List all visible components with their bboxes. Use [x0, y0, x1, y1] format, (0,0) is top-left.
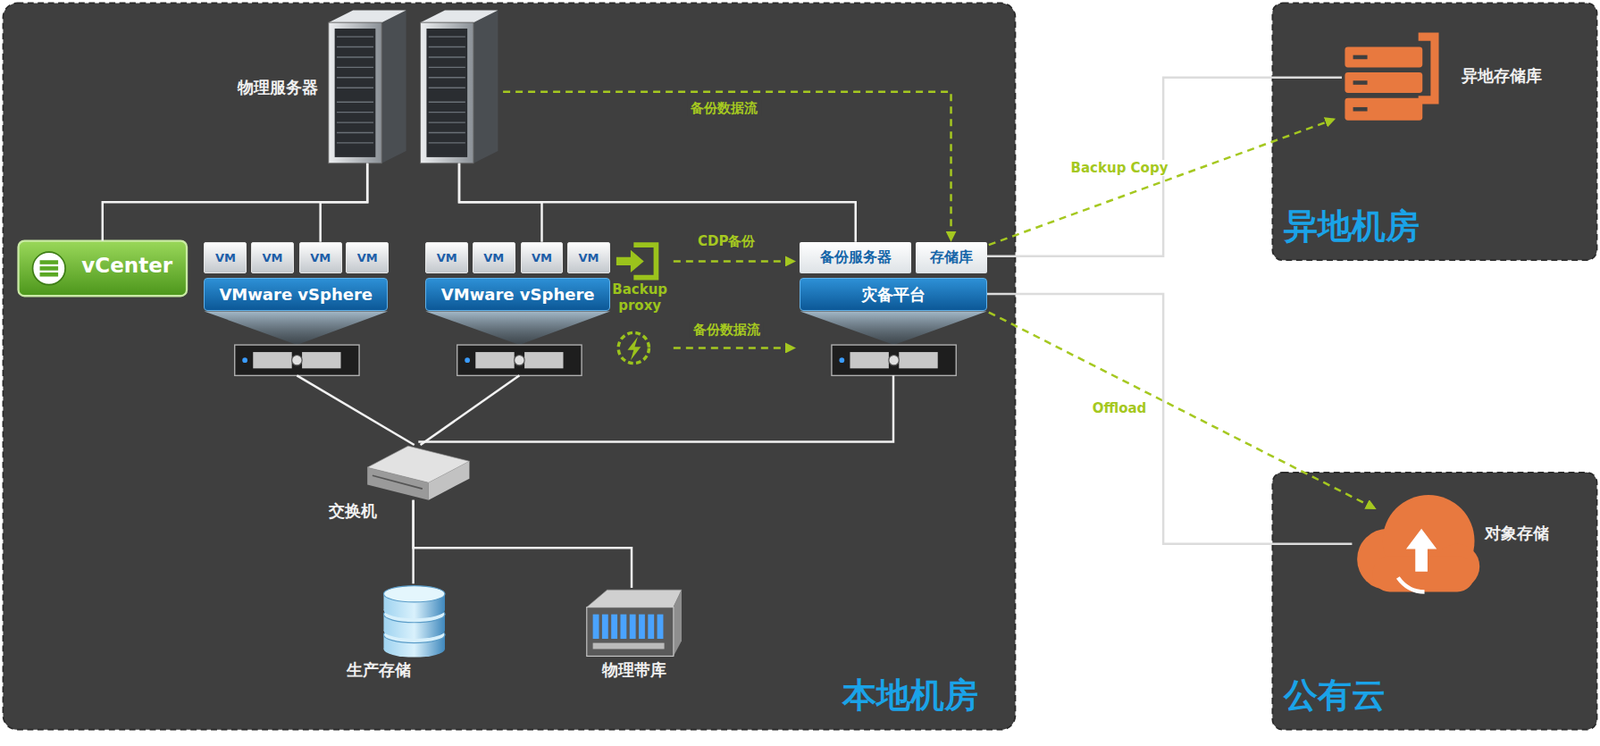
server-rack-icon [328, 9, 499, 163]
node-text: VM [568, 242, 610, 273]
room-panel: 物理服务器vCenterVMVMVMVMVMware vSphereVMVMVM… [2, 2, 1015, 729]
vcenter-box: vCenter [18, 241, 187, 297]
flow-label: CDP备份 [694, 233, 759, 250]
node-label: 异地机房 [1283, 207, 1420, 247]
data-flow-arrow [673, 346, 795, 350]
node-text: 存储库 [915, 242, 988, 274]
hypervisor-bar: VMware vSphere [203, 277, 388, 377]
node-label: vCenter [81, 253, 173, 277]
node-text: VM [204, 242, 246, 273]
network-link [987, 293, 1353, 545]
node-text: VM [251, 242, 294, 273]
room-panel-bg [2, 2, 1015, 729]
flow-label: Backup Copy [1067, 159, 1173, 176]
cloud-icon [1357, 494, 1480, 593]
network-link [459, 163, 856, 243]
network-link [296, 375, 414, 445]
node-text: VMware vSphere [203, 277, 388, 312]
room-panel: 异地存储库异地机房 [1272, 2, 1597, 260]
node-label: 物理带库 [602, 661, 667, 680]
node-label: 物理服务器 [237, 78, 319, 98]
data-flow-arrow [988, 312, 1375, 509]
backup-server-box: 备份服务器 [799, 242, 912, 274]
data-flow-arrow [673, 259, 795, 263]
flow-label: 备份数据流 [686, 100, 762, 117]
node-label: 交换机 [328, 502, 377, 521]
network-link [418, 375, 894, 442]
backup-proxy: Backup proxy [610, 237, 670, 369]
node-text: VM [521, 242, 563, 273]
vm-box: VM [251, 242, 294, 274]
storage-icon [383, 586, 445, 658]
tape-library: 物理带库 [581, 587, 682, 658]
vm-box: VM [299, 242, 343, 274]
switch: 交换机 [367, 443, 470, 501]
tape-library-icon [586, 589, 682, 656]
node-text: VMware vSphere [425, 277, 611, 312]
vm-box: VM [345, 242, 389, 274]
room-panel-bg [1272, 2, 1597, 260]
node-label: 对象存储 [1484, 524, 1550, 544]
node-text: 灾备平台 [799, 277, 987, 312]
vcenter-icon [18, 241, 187, 297]
node-label: 本地机房 [842, 676, 979, 716]
node-label: 异地存储库 [1461, 67, 1542, 86]
flow-label: Offload [1089, 400, 1151, 417]
host-server-icon [203, 310, 987, 376]
node-label: Backup proxy [605, 282, 673, 314]
repository-box: 存储库 [915, 242, 988, 274]
vm-box: VM [520, 242, 564, 274]
object-storage: 对象存储 [1351, 494, 1477, 594]
data-flow-arrow [502, 92, 951, 241]
network-link [420, 375, 520, 445]
flow-label: 备份数据流 [689, 321, 764, 338]
node-text: 备份服务器 [799, 242, 912, 274]
remote-repository: 异地存储库 [1341, 30, 1441, 123]
vm-box: VM [567, 242, 611, 274]
network-link [413, 500, 632, 588]
data-flow-arrow [988, 119, 1334, 245]
vm-box: VM [472, 242, 516, 274]
platform-bar: 灾备平台 [799, 277, 987, 377]
vm-box: VM [203, 242, 247, 274]
node-text: VM [426, 242, 468, 273]
room-panel-bg [1272, 472, 1597, 730]
room-panel: 对象存储公有云 [1272, 472, 1597, 730]
repository-icon [1344, 33, 1439, 121]
hypervisor-bar: VMware vSphere [425, 277, 611, 377]
node-label: 公有云 [1283, 676, 1386, 716]
node-text: VM [346, 242, 388, 273]
vm-box: VM [425, 242, 469, 274]
physical-server: 物理服务器 [328, 9, 501, 163]
production-storage: 生产存储 [382, 583, 446, 655]
switch-icon [367, 445, 470, 501]
node-label: 生产存储 [346, 661, 411, 680]
node-text: VM [473, 242, 515, 273]
network-link [320, 163, 369, 243]
node-text: VM [300, 242, 342, 273]
